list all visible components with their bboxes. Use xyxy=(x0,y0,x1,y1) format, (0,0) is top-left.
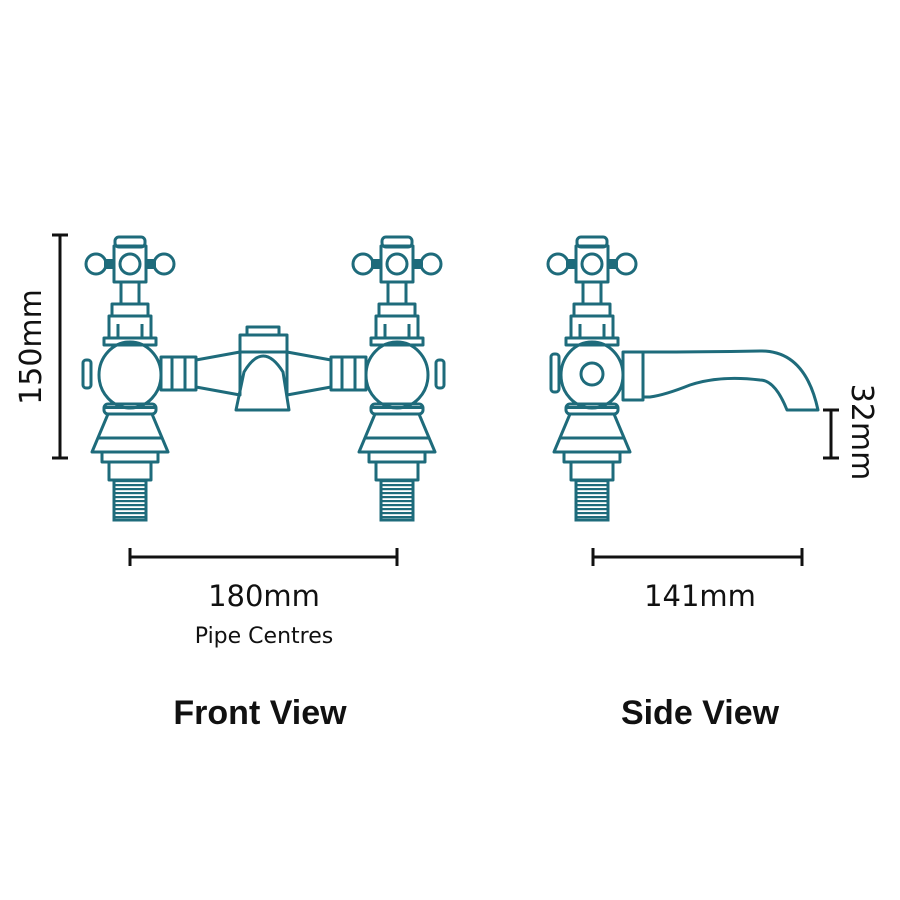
bridge-pipe xyxy=(159,350,368,397)
front-view-title: Front View xyxy=(173,694,347,732)
spout-height-label: 32mm xyxy=(844,384,879,481)
side-view-title: Side View xyxy=(621,694,780,732)
pipe-centres-dimension: 180mm Pipe Centres xyxy=(128,548,399,649)
height-label: 150mm xyxy=(14,289,49,405)
pipe-centres-label: 180mm xyxy=(208,579,320,613)
pipe-centres-sublabel: Pipe Centres xyxy=(195,624,333,649)
front-view-drawing xyxy=(81,235,446,522)
depth-dimension: 141mm xyxy=(591,548,804,613)
front-right-tap xyxy=(351,235,446,522)
front-left-tap xyxy=(81,235,176,522)
spout-height-dimension: 32mm xyxy=(823,384,879,481)
depth-label: 141mm xyxy=(644,579,756,613)
side-view-drawing xyxy=(546,235,820,522)
height-dimension: 150mm xyxy=(14,233,68,460)
bridge-spout xyxy=(234,325,291,412)
